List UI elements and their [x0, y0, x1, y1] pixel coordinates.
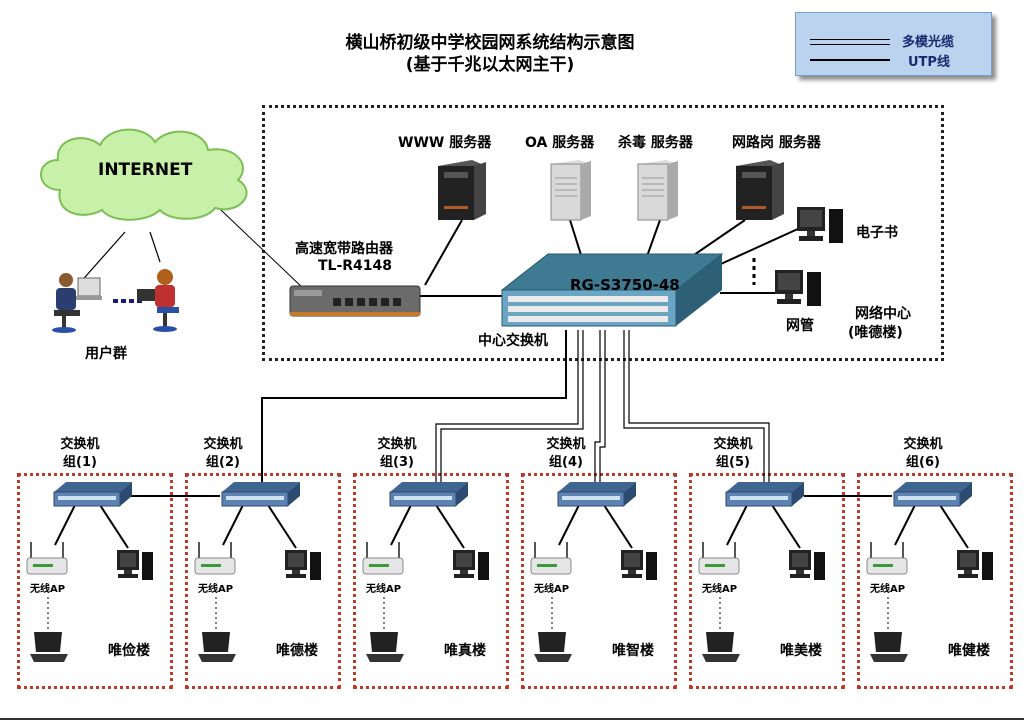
group-4-line2: 组(4): [549, 455, 583, 470]
group-1-switch-icon: [52, 480, 134, 514]
group-2-computer-icon: [283, 548, 323, 590]
group-5-line1: 交换机: [713, 437, 753, 452]
group-1-line1: 交换机: [60, 437, 100, 452]
group-2-line2: 组(2): [206, 455, 240, 470]
router-name-label: 高速宽带路由器: [295, 241, 393, 257]
group-4-line1: 交换机: [546, 437, 586, 452]
utp-line-sample: [810, 59, 890, 61]
group-5-building-label: 唯美楼: [780, 643, 822, 659]
group-1-building-label: 唯俭楼: [108, 643, 150, 659]
group-2-building-label: 唯德楼: [276, 643, 318, 659]
oa-server-label: OA 服务器: [525, 135, 595, 151]
group-4-label: 交换机组(4): [536, 436, 596, 472]
group-1-label: 交换机组(1): [50, 436, 110, 472]
building-frame-4: [521, 473, 677, 689]
core-switch-model: RG-S3750-48: [570, 276, 680, 294]
internet-label: INTERNET: [98, 160, 193, 180]
group-6-label: 交换机组(6): [893, 436, 953, 472]
ebook-label: 电子书: [856, 225, 898, 241]
group-2-label: 交换机组(2): [193, 436, 253, 472]
antivirus-server-label: 杀毒 服务器: [618, 135, 693, 151]
group-2-wireless-ap-icon: [193, 540, 238, 582]
group-6-computer-icon: [955, 548, 995, 590]
group-6-line2: 组(6): [906, 455, 940, 470]
network-center-frame: [262, 105, 944, 361]
gateway-server-icon: [728, 158, 788, 226]
group-6-line1: 交换机: [903, 437, 943, 452]
building-frame-3: [353, 473, 509, 689]
group-6-ap-label: 无线AP: [870, 584, 906, 595]
group-4-ap-label: 无线AP: [534, 584, 570, 595]
group-3-ap-label: 无线AP: [366, 584, 402, 595]
user-at-computer-icon: [48, 268, 103, 337]
network-center-building: (唯德楼): [848, 325, 903, 341]
core-switch-icon: [500, 250, 725, 339]
netadmin-computer-icon: [773, 268, 825, 317]
group-4-building-label: 唯智楼: [612, 643, 654, 659]
netadmin-label: 网管: [786, 318, 814, 334]
core-switch-label: 中心交换机: [478, 333, 548, 349]
user-with-laptop-icon: [135, 265, 185, 337]
group-1-wireless-ap-icon: [25, 540, 70, 582]
legend: 多模光缆 UTP线: [795, 12, 992, 76]
group-2-laptop-icon: [196, 630, 238, 668]
diagram-title: 横山桥初级中学校园网系统结构示意图: [345, 33, 635, 53]
fiber-line-sample: [810, 39, 890, 45]
building-frame-1: [17, 473, 173, 689]
group-1-ap-label: 无线AP: [30, 584, 66, 595]
building-frame-5: [689, 473, 845, 689]
user-group-label: 用户群: [85, 346, 127, 362]
group-4-switch-icon: [556, 480, 638, 514]
group-5-wireless-ap-icon: [697, 540, 742, 582]
group-1-computer-icon: [115, 548, 155, 590]
group-2-ap-label: 无线AP: [198, 584, 234, 595]
group-3-wireless-ap-icon: [361, 540, 406, 582]
router-model-label: TL-R4148: [318, 258, 393, 274]
ebook-computer-icon: [795, 205, 847, 254]
group-3-laptop-icon: [364, 630, 406, 668]
group-3-computer-icon: [451, 548, 491, 590]
antivirus-server-icon: [632, 158, 682, 226]
group-3-switch-icon: [388, 480, 470, 514]
group-4-wireless-ap-icon: [529, 540, 574, 582]
legend-fiber-label: 多模光缆: [902, 35, 955, 50]
group-5-line2: 组(5): [716, 455, 750, 470]
diagram-subtitle: (基于千兆以太网主干): [405, 55, 575, 75]
group-6-laptop-icon: [868, 630, 910, 668]
group-4-laptop-icon: [532, 630, 574, 668]
building-frame-6: [857, 473, 1013, 689]
group-3-label: 交换机组(3): [367, 436, 427, 472]
group-2-switch-icon: [220, 480, 302, 514]
network-center-label: 网络中心: [855, 306, 911, 322]
www-server-label: WWW 服务器: [398, 135, 492, 151]
router-icon: [288, 282, 423, 324]
group-1-laptop-icon: [28, 630, 70, 668]
group-6-switch-icon: [892, 480, 974, 514]
legend-utp-label: UTP线: [908, 55, 950, 70]
group-3-line1: 交换机: [377, 437, 417, 452]
group-1-line2: 组(1): [63, 455, 97, 470]
group-6-building-label: 唯健楼: [948, 643, 990, 659]
gateway-server-label: 网路岗 服务器: [732, 135, 821, 151]
group-6-wireless-ap-icon: [865, 540, 910, 582]
group-5-ap-label: 无线AP: [702, 584, 738, 595]
group-5-computer-icon: [787, 548, 827, 590]
group-5-laptop-icon: [700, 630, 742, 668]
group-5-switch-icon: [724, 480, 806, 514]
bottom-divider: [0, 718, 1024, 720]
internet-cloud-icon: [30, 120, 260, 229]
group-3-building-label: 唯真楼: [444, 643, 486, 659]
oa-server-icon: [545, 158, 595, 226]
group-2-line1: 交换机: [203, 437, 243, 452]
group-3-line2: 组(3): [380, 455, 414, 470]
group-5-label: 交换机组(5): [703, 436, 763, 472]
www-server-icon: [430, 158, 490, 226]
group-4-computer-icon: [619, 548, 659, 590]
